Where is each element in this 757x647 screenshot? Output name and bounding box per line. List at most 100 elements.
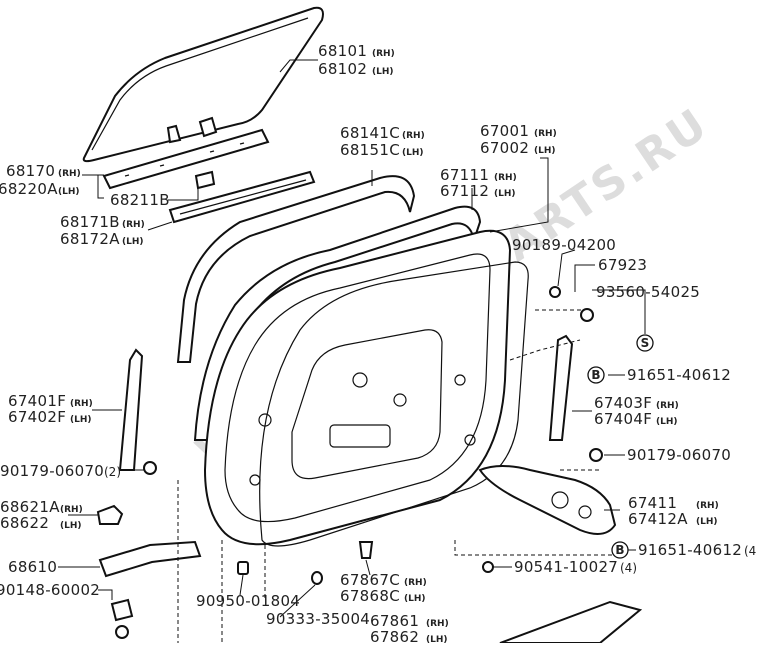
svg-text:67411: 67411 <box>628 494 677 512</box>
callout-68170[interactable]: 68170(RH) <box>6 162 81 180</box>
svg-text:68610: 68610 <box>8 558 57 576</box>
svg-text:(LH): (LH) <box>402 148 424 158</box>
svg-text:(LH): (LH) <box>70 415 92 425</box>
callout-68171B[interactable]: 68171B(RH) <box>60 213 145 231</box>
plug-90950 <box>237 561 249 575</box>
callout-90333-35004[interactable]: 90333-35004 <box>266 610 370 628</box>
svg-text:67861: 67861 <box>370 612 419 630</box>
panel-hole <box>464 434 476 446</box>
panel-hole <box>393 393 407 407</box>
callout-67867C[interactable]: 67867C(RH) <box>340 571 427 589</box>
callout-67112[interactable]: 67112(LH) <box>440 182 516 200</box>
plug-90541 <box>482 561 494 573</box>
svg-text:68211B: 68211B <box>110 191 170 209</box>
svg-text:67412A: 67412A <box>628 510 688 528</box>
callout-68151C[interactable]: 68151C(LH) <box>340 141 424 159</box>
leader-68211B <box>168 188 199 201</box>
glass-channel <box>102 128 270 190</box>
leader-90950 <box>239 574 244 596</box>
svg-text:(RH): (RH) <box>70 399 93 409</box>
svg-text:68101: 68101 <box>318 42 367 60</box>
callout-67861[interactable]: 67861(RH) <box>370 612 449 630</box>
door-check <box>98 540 202 578</box>
svg-text:90179-06070: 90179-06070 <box>627 446 731 464</box>
callout-68172A[interactable]: 68172A(LH) <box>60 230 144 248</box>
svg-text:(LH): (LH) <box>696 517 718 527</box>
callout-67403F[interactable]: 67403F(RH) <box>594 394 679 412</box>
svg-text:67867C: 67867C <box>340 571 400 589</box>
svg-text:(LH): (LH) <box>426 635 448 643</box>
svg-text:(RH): (RH) <box>534 129 557 139</box>
callout-67404F[interactable]: 67404F(LH) <box>594 410 678 428</box>
hinge-lower <box>110 598 134 622</box>
guide-line <box>454 540 612 556</box>
svg-text:91651-40612: 91651-40612 <box>638 541 742 559</box>
callout-90189-04200[interactable]: 90189-04200 <box>512 236 616 254</box>
bottom-trim <box>499 600 643 644</box>
door-glass <box>82 6 324 163</box>
callout-68211B[interactable]: 68211B <box>110 191 170 209</box>
callout-68101[interactable]: 68101(RH) <box>318 42 395 60</box>
callout-90179-06070-left[interactable]: 90179-06070(2) <box>0 462 121 480</box>
callout-90179-06070-right[interactable]: 90179-06070 <box>627 446 731 464</box>
belt-moulding-detail <box>179 179 307 215</box>
callout-91651-40612-lower[interactable]: 91651-40612(4 <box>638 541 756 559</box>
svg-text:(4): (4) <box>620 561 637 575</box>
callout-68141C[interactable]: 68141C(RH) <box>340 124 425 142</box>
callout-68610[interactable]: 68610 <box>8 558 57 576</box>
callout-67862[interactable]: 67862 (LH) <box>370 628 448 646</box>
callout-67002[interactable]: 67002(LH) <box>480 139 556 157</box>
callout-67411[interactable]: 67411(RH) <box>628 494 719 512</box>
door-shell-frame-inner <box>224 253 491 523</box>
callout-67111[interactable]: 67111 (RH) <box>440 166 517 184</box>
callout-67402F[interactable]: 67402F(LH) <box>8 408 92 426</box>
svg-text:67404F: 67404F <box>594 410 652 428</box>
leader-90189 <box>557 249 576 287</box>
svg-text:67111: 67111 <box>440 166 489 184</box>
callout-90148-60002[interactable]: 90148-60002 <box>0 581 100 599</box>
panel-hole <box>454 374 466 386</box>
callout-91651-40612-upper[interactable]: 91651-40612 <box>627 366 731 384</box>
leader-68170 <box>82 174 104 199</box>
rear-run-channel <box>548 334 574 441</box>
svg-text:(LH): (LH) <box>58 187 80 197</box>
clip-90189 <box>549 286 561 298</box>
callout-67401F[interactable]: 67401F(RH) <box>8 392 93 410</box>
callout-67412A[interactable]: 67412A (LH) <box>628 510 718 528</box>
symbol-b-circle-1 <box>587 366 605 384</box>
leader-68101 <box>279 59 318 73</box>
nut-90179-left <box>143 461 157 475</box>
callout-90950-01804[interactable]: 90950-01804 <box>196 592 300 610</box>
callout-67868C[interactable]: 67868C(LH) <box>340 587 426 605</box>
svg-text:(RH): (RH) <box>402 131 425 141</box>
svg-text:67923: 67923 <box>598 256 647 274</box>
svg-text:67862: 67862 <box>370 628 419 643</box>
svg-text:91651-40612: 91651-40612 <box>627 366 731 384</box>
bolt-lower <box>115 625 129 639</box>
callout-68220A[interactable]: 68220A(LH) <box>0 180 80 198</box>
svg-text:67001: 67001 <box>480 122 529 140</box>
svg-text:67403F: 67403F <box>594 394 652 412</box>
callout-93560-54025[interactable]: 93560-54025 <box>596 283 700 301</box>
svg-text:(RH): (RH) <box>58 169 81 179</box>
door-inner-opening <box>291 329 443 480</box>
callout-67923[interactable]: 67923 <box>598 256 647 274</box>
svg-text:67112: 67112 <box>440 182 489 200</box>
svg-text:(LH): (LH) <box>404 594 426 604</box>
door-check-cover <box>96 504 124 525</box>
leader-67001 <box>489 157 549 233</box>
callout-67001[interactable]: 67001 (RH) <box>480 122 557 140</box>
svg-text:(RH): (RH) <box>494 173 517 183</box>
callout-90541-10027[interactable]: 90541-10027(4) <box>514 558 637 576</box>
callout-68102[interactable]: 68102(LH) <box>318 60 394 78</box>
svg-text:68141C: 68141C <box>340 124 400 142</box>
callout-68622[interactable]: 68622(LH) <box>0 514 82 532</box>
svg-text:90541-10027: 90541-10027 <box>514 558 618 576</box>
svg-text:67002: 67002 <box>480 139 529 157</box>
leader-68171B <box>147 221 173 231</box>
svg-text:(RH): (RH) <box>122 220 145 230</box>
callout-68621A[interactable]: 68621A(RH) <box>0 498 83 516</box>
glass-clip-left <box>166 124 182 144</box>
